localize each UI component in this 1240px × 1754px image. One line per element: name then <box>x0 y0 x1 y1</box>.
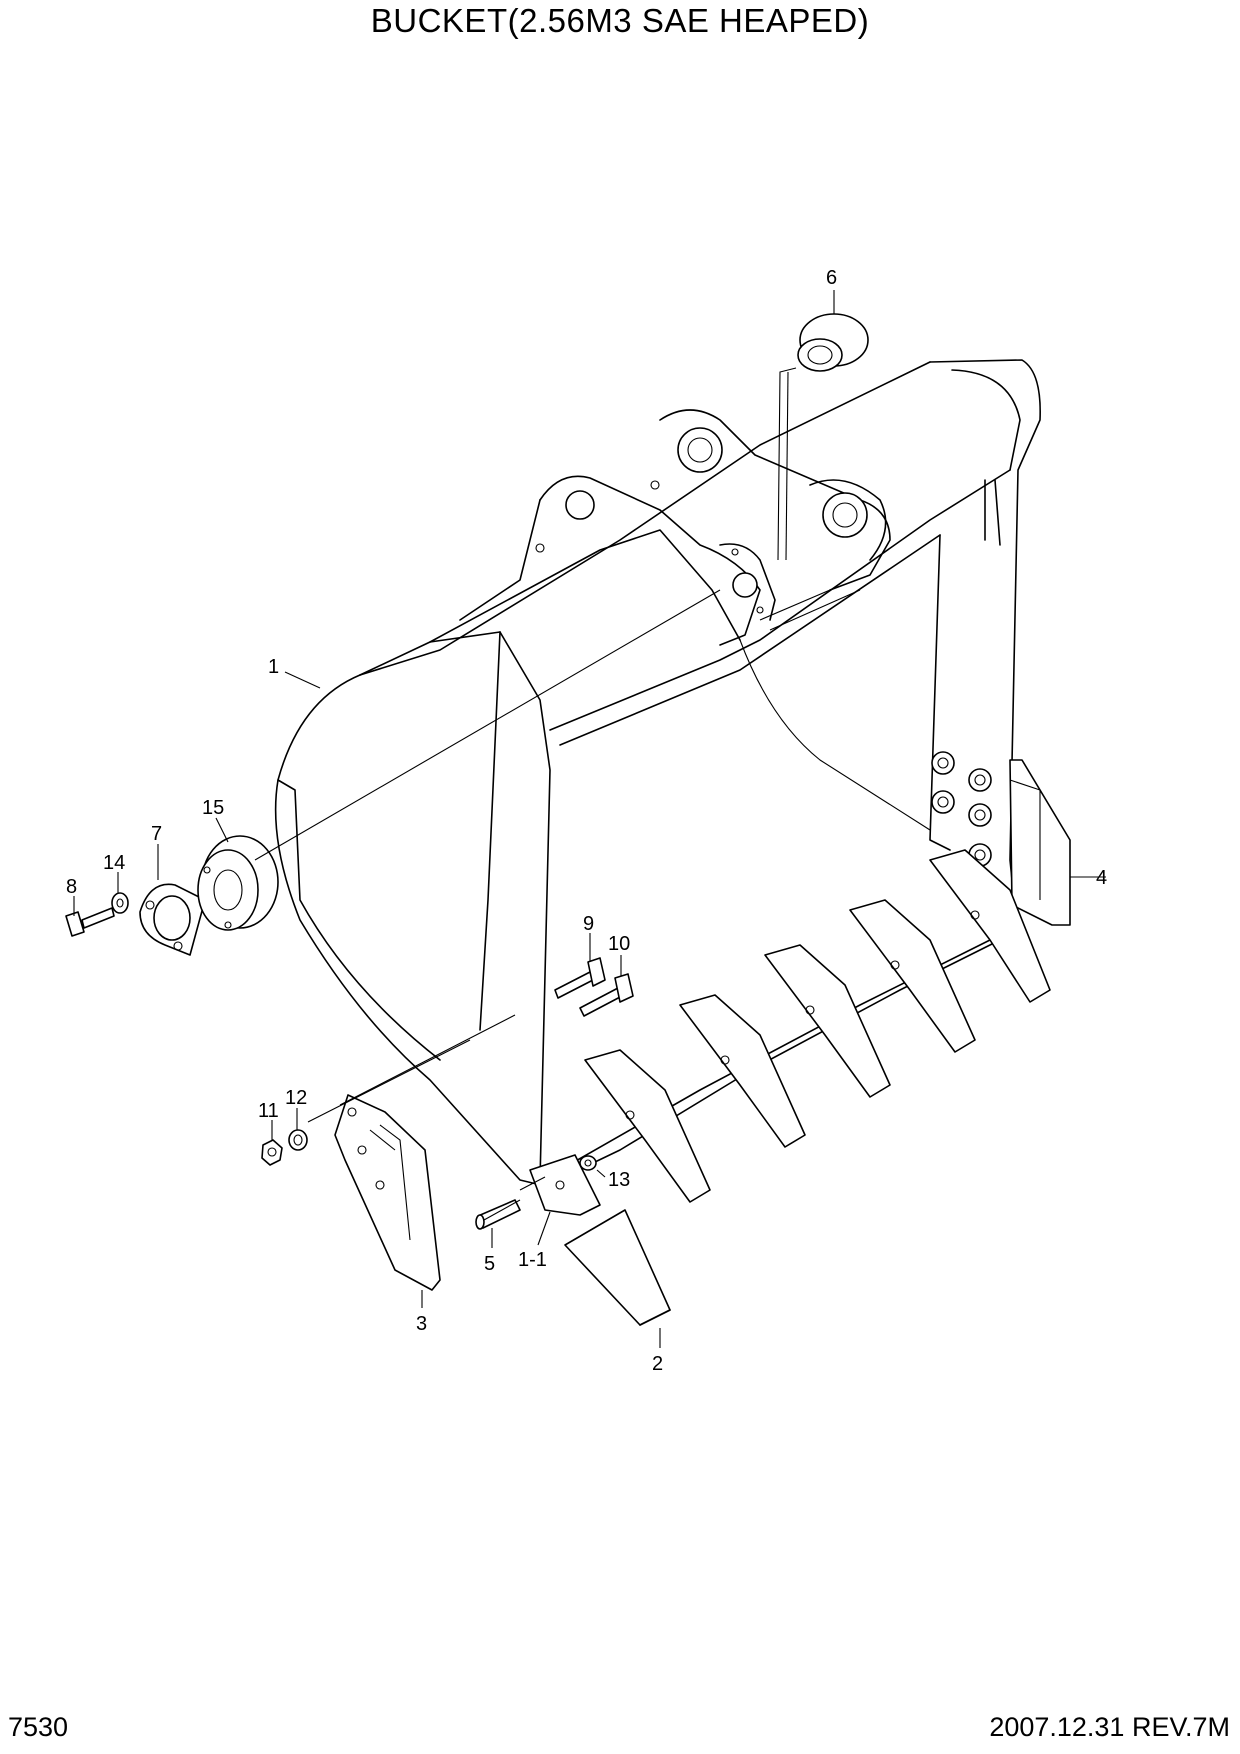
callout-12: 12 <box>285 1087 307 1109</box>
bucket-body <box>274 359 1041 1187</box>
shim-ring-part-15 <box>197 835 279 931</box>
page-number: 7530 <box>8 1712 69 1742</box>
callout-9: 9 <box>583 913 594 935</box>
washer-part-12 <box>288 1129 308 1151</box>
side-plate-part-3 <box>334 1094 441 1291</box>
bushing-part-6 <box>777 313 869 561</box>
callout-7: 7 <box>151 823 162 845</box>
callout-8: 8 <box>66 876 77 898</box>
lock-part-13 <box>579 1155 597 1171</box>
leader-lines <box>73 290 1106 1348</box>
callout-3: 3 <box>416 1313 427 1335</box>
callout-1-1: 1-1 <box>518 1249 547 1271</box>
callout-labels: 1 1-1 2 3 4 5 6 7 8 9 10 11 12 13 14 15 <box>66 267 1107 1375</box>
callout-11: 11 <box>258 1100 279 1122</box>
callout-2: 2 <box>652 1353 663 1375</box>
callout-4: 4 <box>1096 867 1107 889</box>
boss-plate-part-7 <box>139 883 206 956</box>
revision-date: 2007.12.31 REV.7M <box>989 1712 1230 1742</box>
callout-1: 1 <box>268 656 279 678</box>
nut-part-11 <box>261 1139 283 1166</box>
page-title: BUCKET(2.56M3 SAE HEAPED) <box>370 2 870 39</box>
bolt-part-8 <box>65 907 115 937</box>
bucket-bolt-heads <box>931 751 992 867</box>
washer-part-14 <box>111 892 129 914</box>
assembly-lines <box>254 589 721 1221</box>
side-cutter-part-4 <box>1009 759 1071 926</box>
tooth-part-2 <box>564 1209 671 1326</box>
bolt-part-10 <box>579 973 634 1017</box>
bolt-part-9 <box>554 957 606 999</box>
bucket-teeth-row <box>584 849 1051 1203</box>
adapter-part-1-1 <box>529 1154 601 1216</box>
callout-15: 15 <box>202 797 224 819</box>
callout-6: 6 <box>826 267 837 289</box>
callout-10: 10 <box>608 933 630 955</box>
callout-5: 5 <box>484 1253 495 1275</box>
callout-14: 14 <box>103 852 125 874</box>
bucket-lugs <box>459 409 891 646</box>
callout-13: 13 <box>608 1169 630 1191</box>
pin-part-5 <box>475 1199 521 1230</box>
